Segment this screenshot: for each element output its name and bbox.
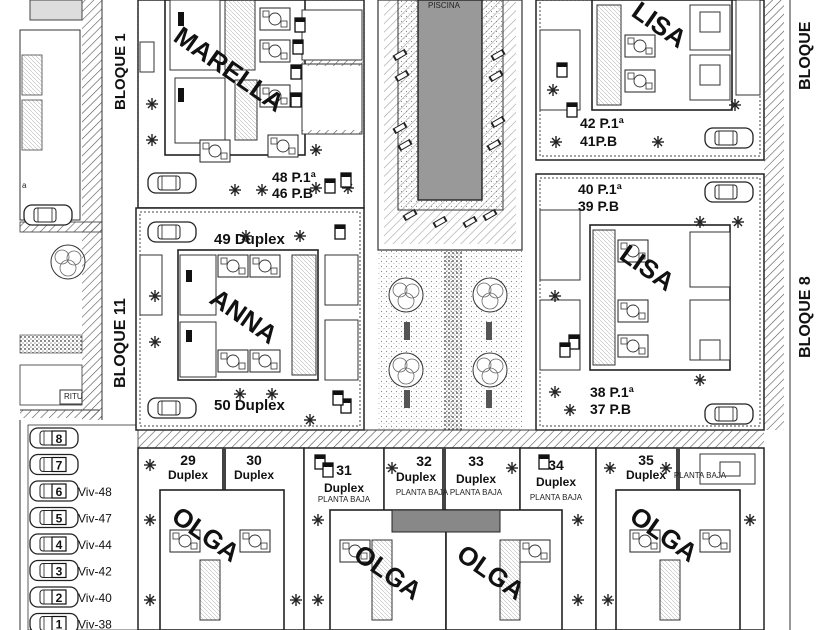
parking-space: 8: [29, 427, 79, 449]
pool: [417, 0, 483, 201]
ritu-label: RITU: [64, 392, 83, 401]
unit-39: 39 P.B: [578, 198, 619, 214]
parking-space: 3 Viv-42: [29, 559, 112, 582]
parking-space: 6 Viv-48: [29, 480, 112, 502]
unit-42: 42 P.1ª: [580, 115, 625, 131]
parking-vivienda-label: Viv-40: [78, 591, 112, 605]
parking-vivienda-label: Viv-47: [78, 512, 112, 526]
parking-vivienda-label: Viv-48: [78, 485, 112, 499]
unit-31-type: Duplex: [324, 481, 364, 495]
bloque-11-label: BLOQUE 11: [112, 298, 129, 388]
unit-46: 46 P.B: [272, 185, 313, 201]
parking-space: 5 Viv-47: [29, 506, 112, 529]
bloque-10-label: BLOQUE 1: [112, 33, 129, 110]
parking-space: 1 Viv-38: [29, 612, 112, 630]
parking-number: 3: [56, 565, 63, 579]
bloque-8-label: BLOQUE 8: [797, 276, 814, 358]
parking-number: 6: [56, 485, 63, 499]
parking-vivienda-label: Viv-42: [78, 565, 112, 579]
unit-38: 38 P.1ª: [590, 384, 635, 400]
parking-number: 4: [56, 538, 63, 552]
unit-35-type: Duplex: [626, 468, 666, 482]
unit-31-num: 31: [336, 462, 352, 478]
unit-33-type: Duplex: [456, 472, 496, 486]
unit-34-type: Duplex: [536, 475, 576, 489]
parking-space: 7: [29, 453, 79, 476]
unit-29-num: 29: [180, 452, 196, 468]
unit-30-num: 30: [246, 452, 262, 468]
unit-34-num: 34: [548, 457, 564, 473]
unit-35-num: 35: [638, 452, 654, 468]
parking-number: 2: [56, 591, 63, 605]
misc-label: a: [22, 181, 27, 190]
parking-number: 1: [56, 618, 63, 630]
parking-vivienda-label: Viv-38: [78, 618, 112, 630]
planta-baja-1: PLANTA BAJA: [318, 495, 371, 504]
parking-rows: 8 7 6 Viv-48 5 Viv-47 4 Viv-44 3 Viv-42 2 Viv-40 1 Vi…: [29, 427, 112, 630]
planta-baja-3: PLANTA BAJA: [450, 488, 503, 497]
unit-32-num: 32: [416, 453, 432, 469]
parking-number: 7: [56, 459, 63, 473]
pool-label: PISCINA: [428, 1, 461, 10]
unit-33-num: 33: [468, 453, 484, 469]
parking-space: 4 Viv-44: [29, 533, 112, 555]
unit-49: 49 Duplex: [214, 231, 286, 248]
unit-32-type: Duplex: [396, 470, 436, 484]
parking-space: 2 Viv-40: [29, 586, 112, 608]
unit-29-type: Duplex: [168, 468, 208, 482]
unit-48: 48 P.1ª: [272, 169, 317, 185]
unit-40: 40 P.1ª: [578, 181, 623, 197]
parking-number: 8: [56, 432, 63, 446]
bloque-top-right-label: BLOQUE: [797, 21, 814, 90]
unit-50: 50 Duplex: [214, 397, 286, 414]
unit-30-type: Duplex: [234, 468, 274, 482]
planta-baja-5: PLANTA BAJA: [674, 471, 727, 480]
unit-37: 37 P.B: [590, 401, 631, 417]
parking-vivienda-label: Viv-44: [78, 538, 112, 552]
planta-baja-4: PLANTA BAJA: [530, 493, 583, 502]
unit-41: 41P.B: [580, 133, 617, 149]
planta-baja-2: PLANTA BAJA: [396, 488, 449, 497]
parking-number: 5: [56, 512, 63, 526]
